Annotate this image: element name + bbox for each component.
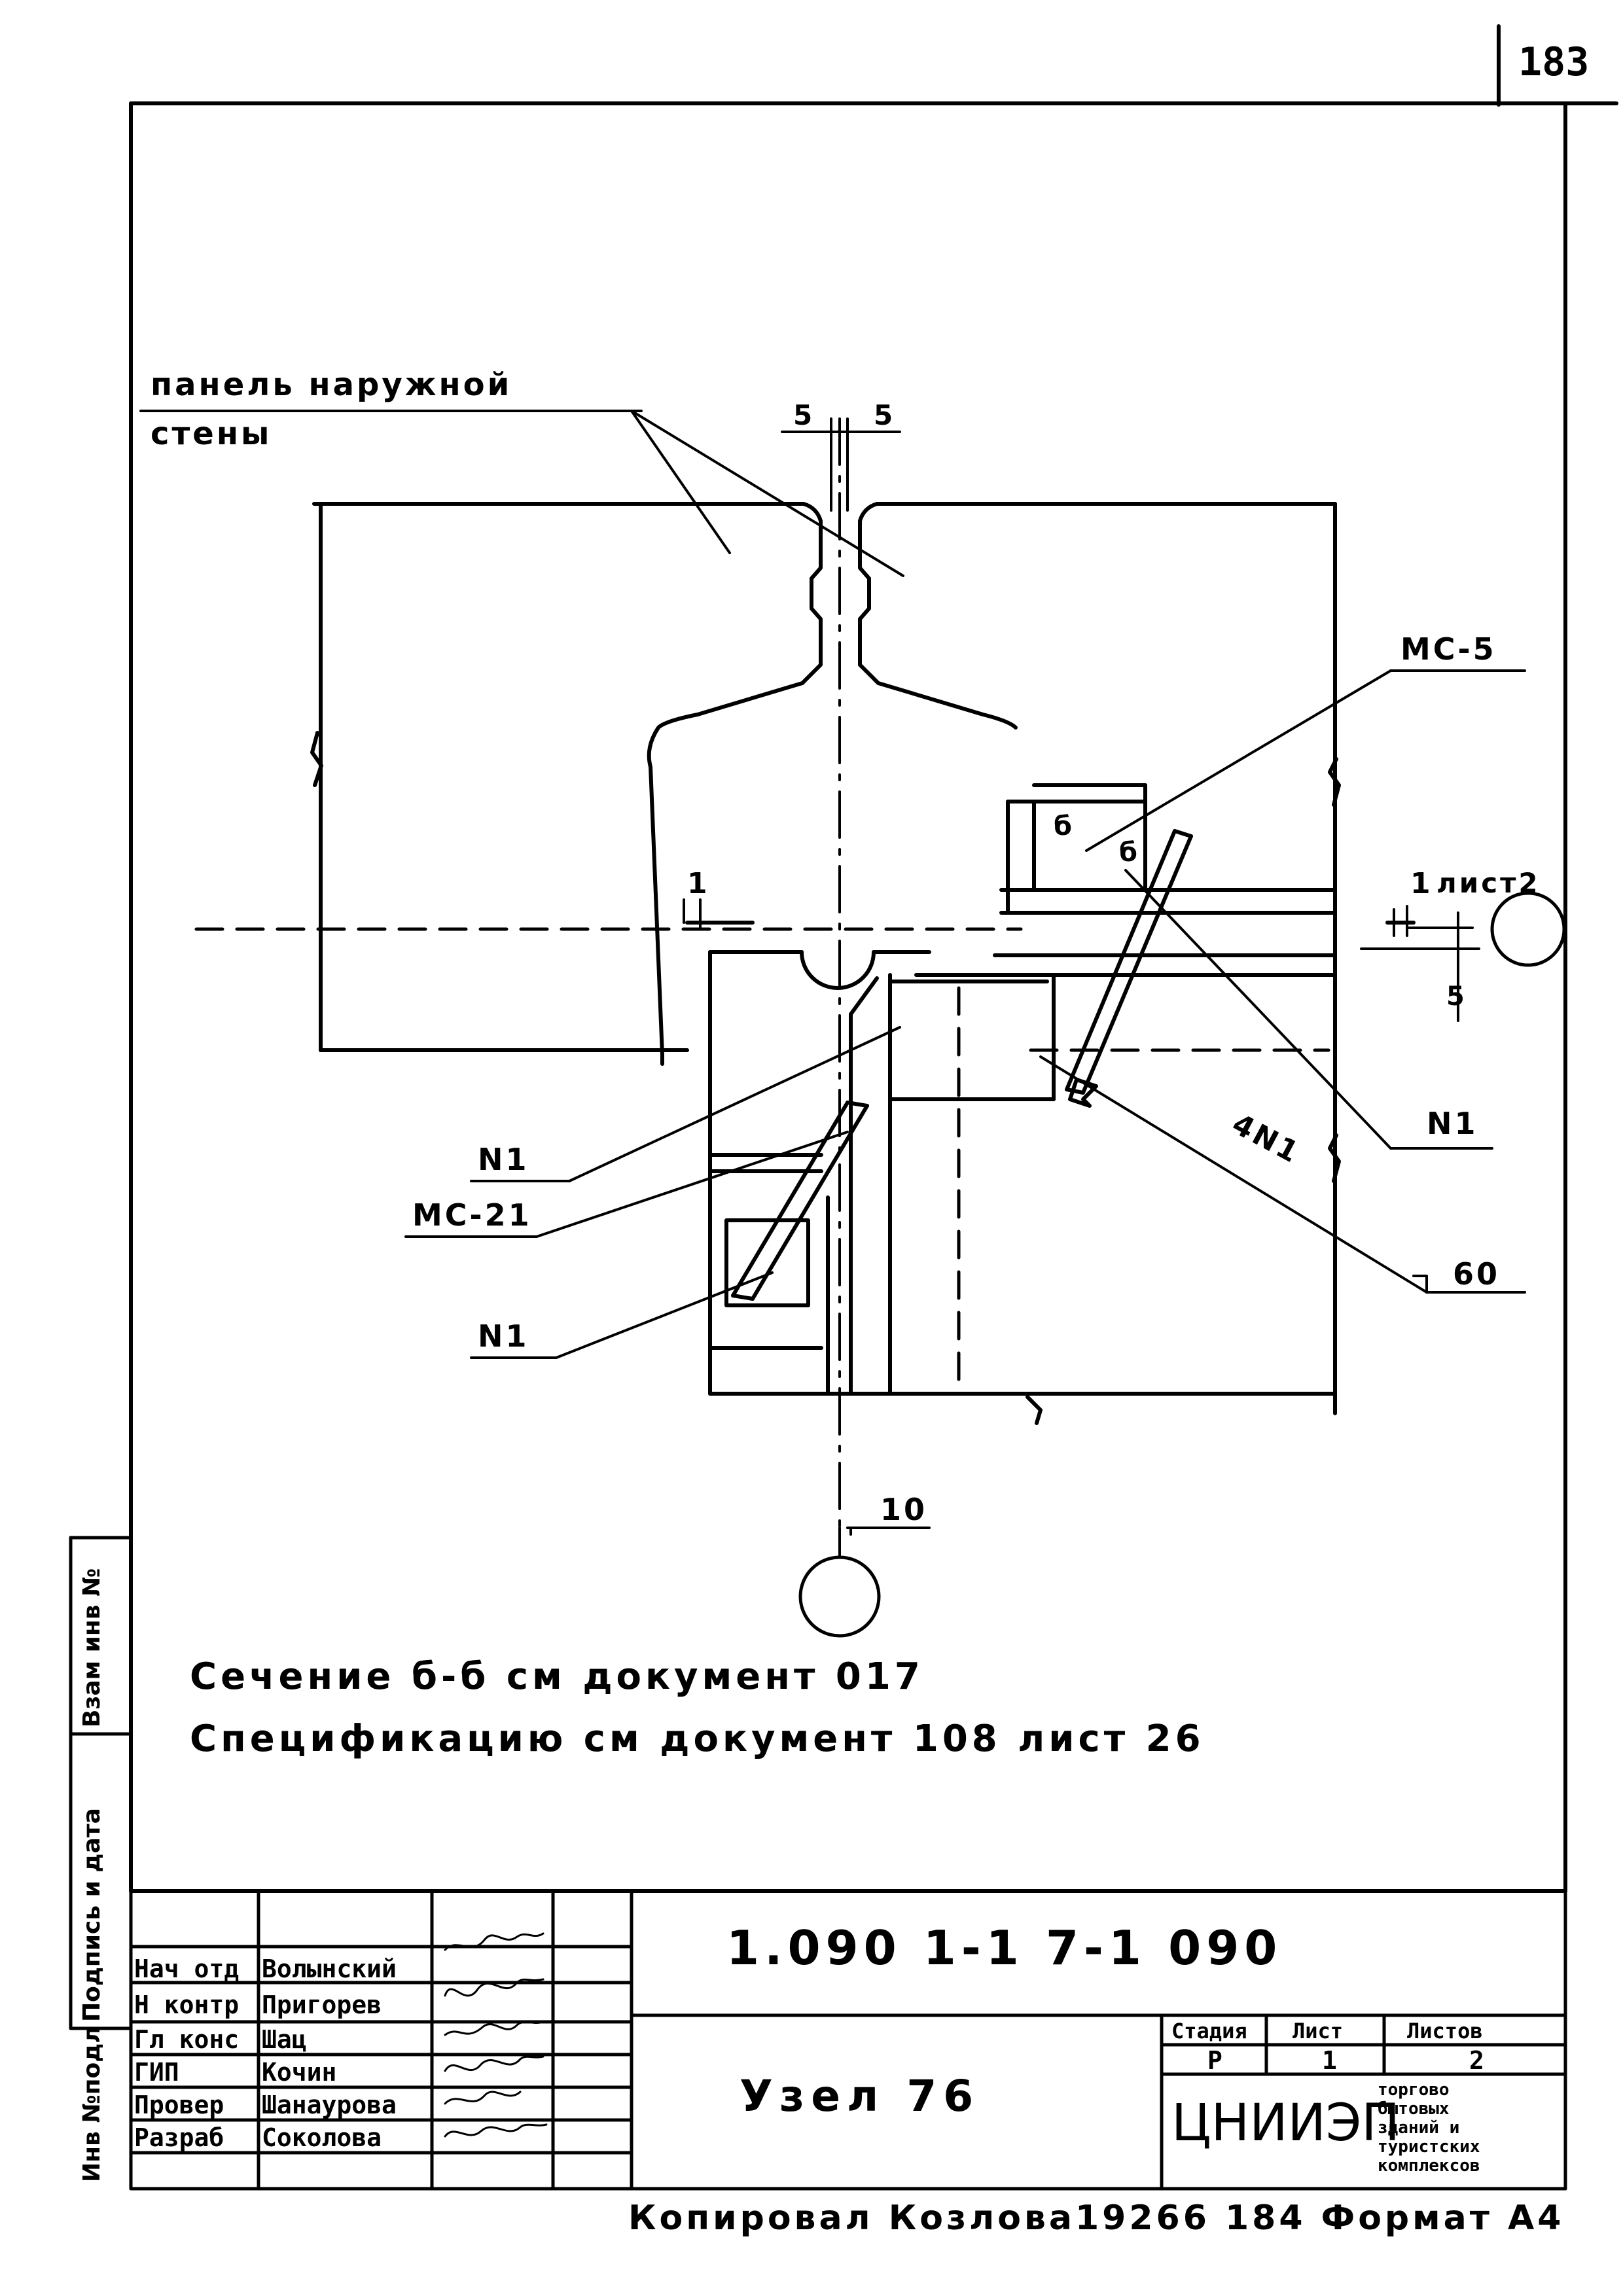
- note-line-1: Сечение б-б см документ 017: [190, 1655, 924, 1698]
- organization-name: ЦНИИЭП: [1171, 2094, 1400, 2153]
- name-cell: Шац: [262, 2025, 307, 2054]
- dim-5-left: 5: [793, 399, 815, 431]
- document-code: 1.090 1-1 7-1 090: [726, 1920, 1283, 1975]
- mc21-label: МС-21: [412, 1197, 532, 1233]
- delta-right: б: [1119, 838, 1140, 868]
- role-cell: Разраб: [134, 2123, 224, 2152]
- role-cell: Нач отд: [134, 1954, 240, 1983]
- name-cell: Шанаурова: [262, 2091, 397, 2119]
- sheets-value: 2: [1469, 2046, 1484, 2075]
- reinforcement-bars: [731, 829, 1193, 1301]
- org-desc-line: туристских: [1378, 2137, 1480, 2157]
- section-marker-left: 1: [687, 867, 710, 900]
- dim-5-vertical: 5: [1446, 981, 1467, 1012]
- axis-circles: [798, 891, 1566, 1638]
- side-stamp-replace: Взам инв №: [79, 1568, 105, 1727]
- hidden-lines: [194, 927, 1330, 1396]
- n1-left-bottom-label: N1: [478, 1318, 529, 1354]
- dimension-lines: [683, 417, 1480, 1539]
- n1-left-top-label: N1: [478, 1142, 529, 1177]
- sheet-value: 1: [1322, 2046, 1337, 2075]
- name-cell: Пригорев: [262, 1990, 382, 2019]
- note-line-2: Спецификацию см документ 108 лист 26: [190, 1718, 1205, 1760]
- role-cell: Гл конс: [134, 2025, 240, 2054]
- stage-header: Стадия: [1171, 2019, 1247, 2043]
- dim-5-right: 5: [874, 399, 896, 431]
- org-desc-line: торгово: [1378, 2080, 1450, 2100]
- delta-left: б: [1054, 811, 1075, 841]
- name-cell: Кочин: [262, 2058, 337, 2087]
- wall-panel-outline: [310, 502, 1416, 1425]
- section-marker-right: 1: [1410, 867, 1433, 900]
- title-block-lines: [129, 1889, 1567, 2191]
- name-cell: Волынский: [262, 1954, 397, 1983]
- dim-10: 10: [880, 1492, 928, 1527]
- org-desc-line: бытовых: [1378, 2099, 1450, 2119]
- side-stamp-lines: [69, 1536, 133, 2030]
- sheets-header: Листов: [1407, 2019, 1483, 2043]
- panel-label-line1: панель наружной: [151, 366, 512, 403]
- sheet-header: Лист: [1293, 2019, 1344, 2043]
- name-cell: Соколова: [262, 2123, 382, 2152]
- org-desc-line: зданий и: [1378, 2118, 1460, 2138]
- stage-value: Р: [1207, 2046, 1222, 2075]
- drawing-title: Узел 76: [740, 2071, 980, 2121]
- role-cell: ГИП: [134, 2058, 179, 2087]
- mc5-label: МС-5: [1400, 631, 1497, 667]
- dim-60: 60: [1453, 1256, 1501, 1292]
- role-cell: Н контр: [134, 1990, 240, 2019]
- role-cell: Провер: [134, 2091, 224, 2119]
- copy-format-line: Копировал Козлова19266 184 Формат А4: [628, 2199, 1565, 2238]
- n1-right-label: N1: [1427, 1106, 1478, 1141]
- list2-label: лист2: [1436, 867, 1541, 899]
- sheet-frame: [129, 24, 1618, 1893]
- organization-description: торгово бытовых зданий и туристских комп…: [1378, 2081, 1480, 2176]
- side-stamp-sign: Подпись и дата: [79, 1808, 105, 2022]
- panel-label-line2: стены: [151, 415, 272, 452]
- leader-lines: [139, 410, 1526, 1359]
- side-stamp-inv: Инв №подл: [79, 2026, 105, 2182]
- signatures: [444, 1932, 548, 2138]
- page-number: 183: [1518, 39, 1590, 85]
- org-desc-line: комплексов: [1378, 2156, 1480, 2176]
